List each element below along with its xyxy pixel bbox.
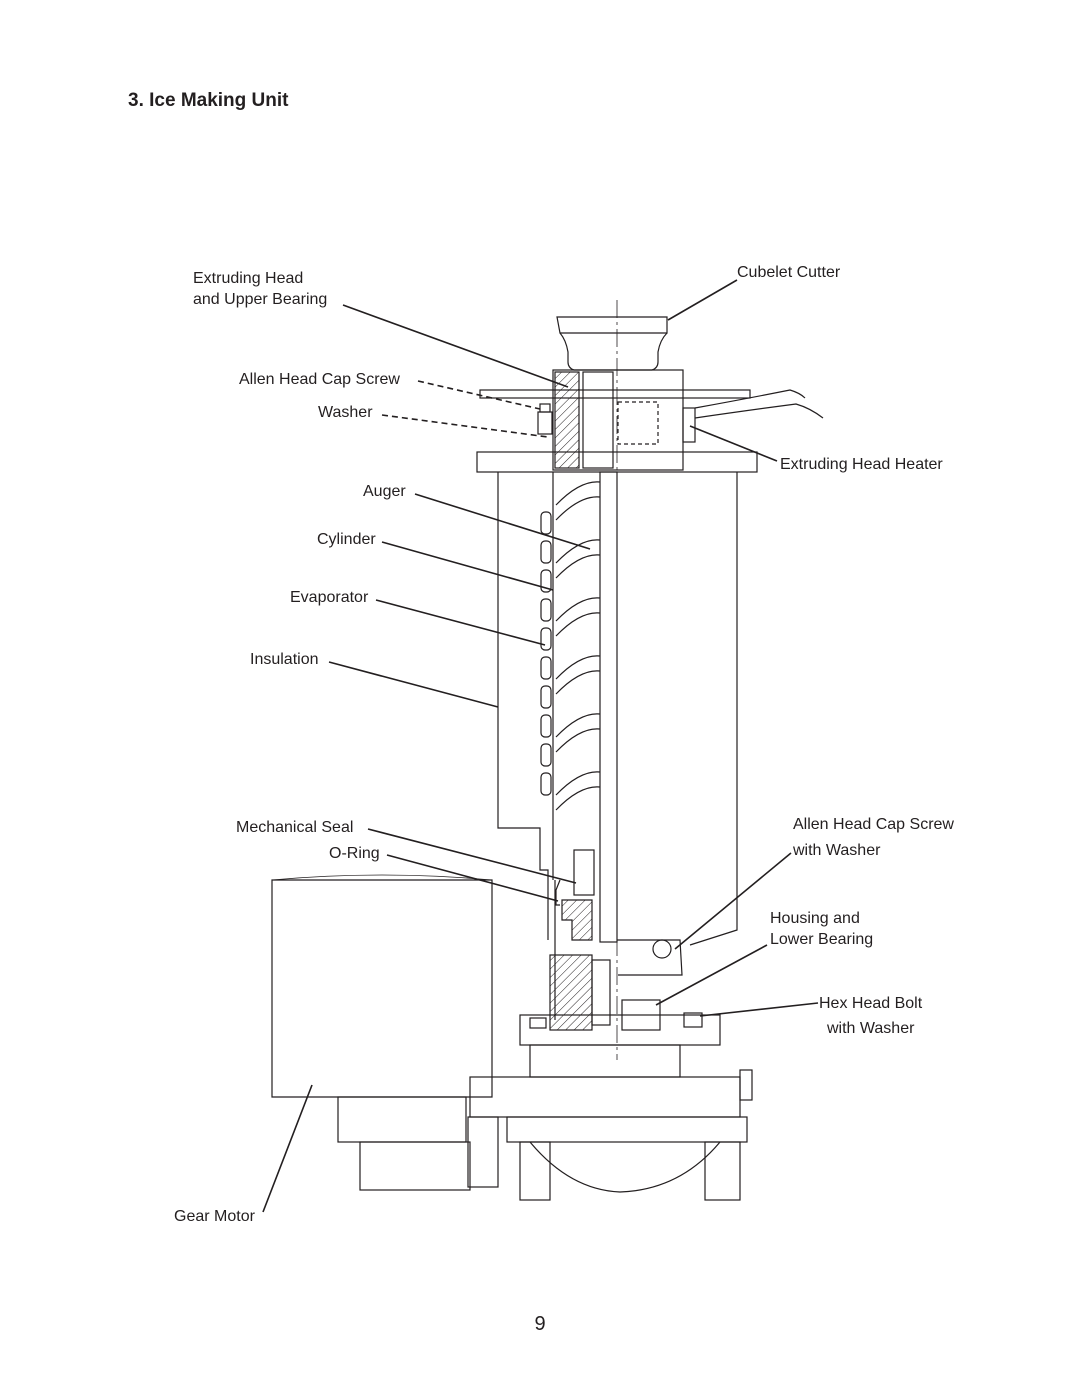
label-auger: Auger <box>363 483 406 500</box>
leader-lines <box>262 279 819 1213</box>
evaporator-tubes <box>540 511 552 796</box>
label-extruding-head: Extruding Head <box>193 270 304 287</box>
label-allen-head-cap-screw-right: Allen Head Cap Screw <box>793 816 954 833</box>
label-evaporator: Evaporator <box>290 589 369 606</box>
label-lower-bearing: Lower Bearing <box>770 931 874 948</box>
label-upper-bearing: and Upper Bearing <box>193 291 328 308</box>
mechanical-seal <box>555 849 595 941</box>
label-insulation: Insulation <box>250 651 319 668</box>
housing <box>519 880 721 1046</box>
label-washer: Washer <box>318 404 373 421</box>
page-title: 3. Ice Making Unit <box>128 90 289 111</box>
label-cubelet-cutter: Cubelet Cutter <box>737 264 841 281</box>
label-o-ring: O-Ring <box>329 845 380 862</box>
label-with-washer-1: with Washer <box>793 842 881 859</box>
cylinder-body <box>497 472 738 946</box>
label-housing: Housing and <box>770 910 860 927</box>
page-number: 9 <box>534 1313 546 1335</box>
label-hex-head-bolt: Hex Head Bolt <box>819 995 923 1012</box>
label-allen-head-cap-screw-top: Allen Head Cap Screw <box>239 371 400 388</box>
label-extruding-head-heater: Extruding Head Heater <box>780 456 943 473</box>
cubelet-cutter <box>556 316 668 371</box>
auger <box>555 471 618 943</box>
gear-motor <box>271 874 753 1201</box>
label-gear-motor: Gear Motor <box>174 1208 255 1225</box>
label-mechanical-seal: Mechanical Seal <box>236 819 354 836</box>
label-with-washer-2: with Washer <box>827 1020 915 1037</box>
extruding-head <box>479 369 824 471</box>
label-cylinder: Cylinder <box>317 531 376 548</box>
